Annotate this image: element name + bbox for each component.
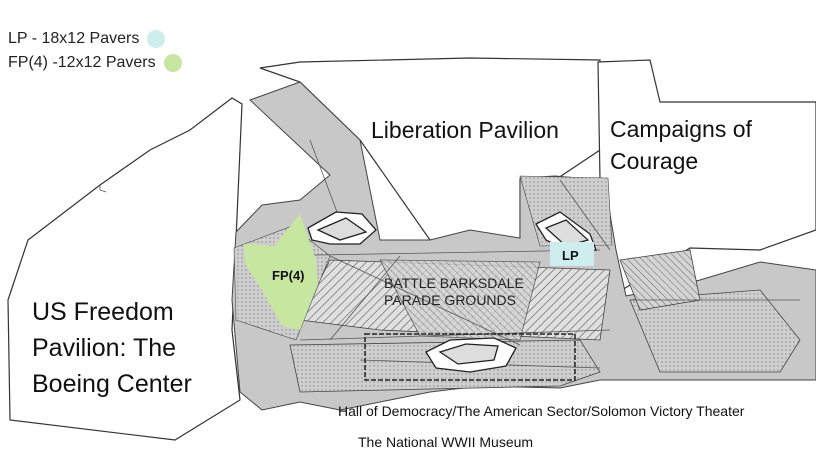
lp-area-label: LP — [562, 248, 579, 263]
liberation-pavilion-label: Liberation Pavilion — [371, 117, 559, 143]
fp4-paver-area — [244, 214, 318, 330]
parade-line-1: BATTLE BARKSDALE — [384, 275, 524, 291]
freedom-line-2: Pavilion: The — [32, 334, 177, 362]
legend-item-fp4: FP(4) -12x12 Pavers — [8, 51, 182, 75]
parade-grounds-label: BATTLE BARKSDALE PARADE GROUNDS — [384, 275, 524, 309]
fp4-area-label: FP(4) — [272, 268, 305, 283]
legend: LP - 18x12 Pavers FP(4) -12x12 Pavers — [8, 27, 182, 75]
lp-paver-area — [550, 242, 594, 266]
side-dotted-area — [629, 289, 801, 373]
museum-name-label: The National WWII Museum — [358, 434, 534, 450]
legend-label-lp: LP - 18x12 Pavers — [8, 30, 140, 47]
central-plinth-frame — [364, 333, 576, 381]
campaigns-of-courage-label: Campaigns of Courage — [610, 113, 752, 177]
sculpture-features — [307, 211, 597, 373]
parade-line-2: PARADE GROUNDS — [384, 292, 516, 308]
freedom-line-3: Boeing Center — [32, 370, 192, 398]
legend-label-fp4: FP(4) -12x12 Pavers — [8, 54, 156, 71]
pavement-lines — [99, 139, 800, 369]
legend-item-lp: LP - 18x12 Pavers — [8, 27, 182, 51]
us-freedom-pavilion-label: US Freedom Pavilion: The Boeing Center — [32, 294, 192, 402]
freedom-line-1: US Freedom — [32, 298, 174, 326]
campaigns-line-1: Campaigns of — [610, 116, 752, 142]
hall-of-democracy-label: Hall of Democracy/The American Sector/So… — [338, 403, 745, 419]
campaigns-line-2: Courage — [610, 148, 699, 174]
legend-swatch-fp4 — [163, 54, 182, 72]
legend-swatch-lp — [147, 30, 166, 48]
parade-cross-hatch — [379, 259, 541, 341]
